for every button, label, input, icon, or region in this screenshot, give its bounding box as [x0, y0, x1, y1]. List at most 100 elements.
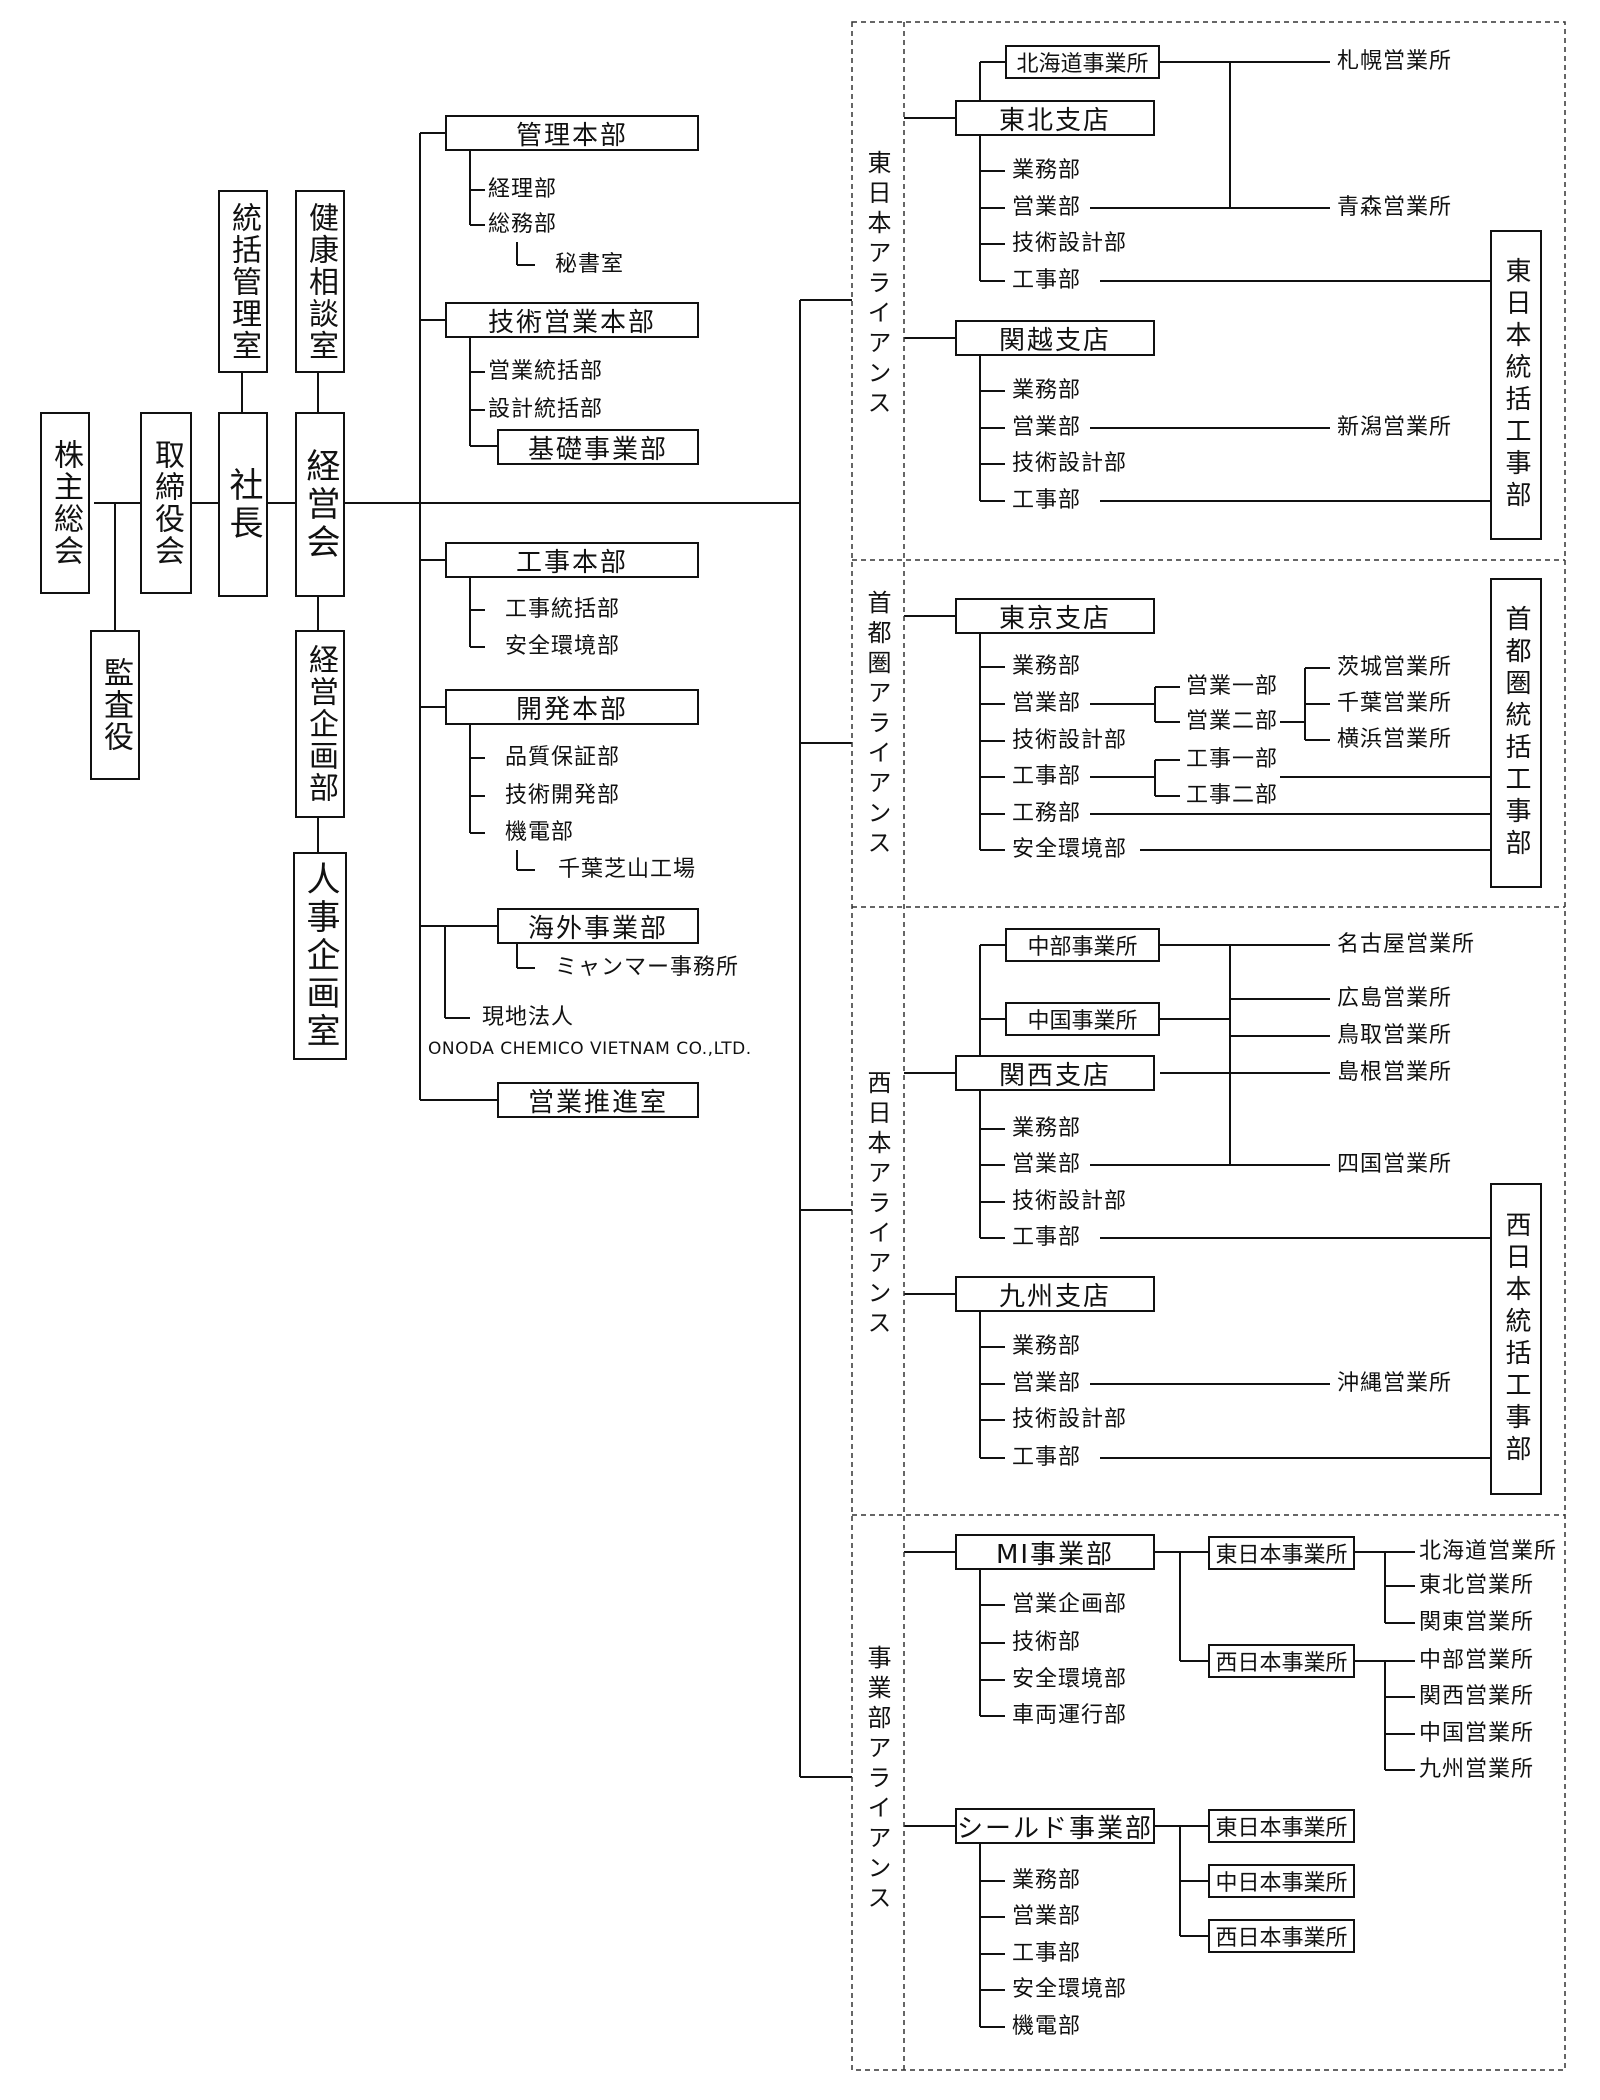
kyushu-dept-2: 技術設計部 [1012, 1407, 1128, 1432]
myanmar-office: ミャンマー事務所 [555, 955, 740, 980]
shareholders-meeting-box: 株主総会 [40, 412, 90, 594]
kanetsu-dept-3: 工事部 [1012, 488, 1082, 513]
accounting-dept: 経理部 [488, 177, 558, 202]
tokyo-dept-1: 営業部 [1012, 691, 1082, 716]
kanetsu-dept-0: 業務部 [1012, 378, 1082, 403]
sales-promotion-office-box: 営業推進室 [497, 1082, 699, 1118]
shimane-sales-office: 島根営業所 [1337, 1060, 1453, 1085]
local-corporation-name: ONODA CHEMICO VIETNAM CO.,LTD. [428, 1039, 752, 1059]
shield-dept-2: 工事部 [1012, 1941, 1082, 1966]
tohoku-dept-3: 工事部 [1012, 268, 1082, 293]
kanetsu-dept-1: 営業部 [1012, 415, 1082, 440]
construction-hq-box: 工事本部 [445, 542, 699, 578]
president-box: 社長 [218, 412, 268, 597]
chugoku-office-box: 中国事業所 [1005, 1002, 1160, 1036]
chiba-shibayama-plant: 千葉芝山工場 [558, 857, 697, 882]
chiba-sales-office: 千葉営業所 [1337, 691, 1453, 716]
tokyo-dept-4: 工務部 [1012, 801, 1082, 826]
mi-division-box: MI事業部 [955, 1534, 1155, 1570]
tech-sales-hq-box: 技術営業本部 [445, 302, 699, 338]
mi-east-branch-2: 関東営業所 [1419, 1610, 1535, 1635]
tohoku-dept-2: 技術設計部 [1012, 231, 1128, 256]
design-mgmt-dept: 設計統括部 [488, 397, 604, 422]
kansai-dept-3: 工事部 [1012, 1225, 1082, 1250]
construction-dept-1: 工事一部 [1186, 747, 1279, 772]
capital-alliance-label: 首都圏アライアンス [863, 590, 891, 860]
capital-construction-hub-box: 首都圏統括工事部 [1490, 578, 1542, 888]
mi-east-branch-0: 北海道営業所 [1419, 1539, 1558, 1564]
board-box: 取締役会 [140, 412, 192, 594]
shield-west-office-box: 西日本事業所 [1208, 1919, 1355, 1953]
secretary-office: 秘書室 [555, 252, 625, 277]
mi-dept-0: 営業企画部 [1012, 1592, 1128, 1617]
tech-dev-dept: 技術開発部 [505, 783, 621, 808]
mi-west-branch-3: 九州営業所 [1419, 1757, 1535, 1782]
kyushu-dept-1: 営業部 [1012, 1371, 1082, 1396]
shield-dept-1: 営業部 [1012, 1904, 1082, 1929]
admin-hq-box: 管理本部 [445, 115, 699, 151]
tottori-sales-office: 鳥取営業所 [1337, 1023, 1453, 1048]
mi-west-branch-1: 関西営業所 [1419, 1684, 1535, 1709]
auditor-box: 監査役 [90, 630, 140, 780]
hokkaido-office-box: 北海道事業所 [1005, 45, 1160, 79]
management-council-box: 経営会 [295, 412, 345, 597]
hr-planning-box: 人事企画室 [293, 852, 347, 1060]
mi-dept-1: 技術部 [1012, 1630, 1082, 1655]
kansai-dept-2: 技術設計部 [1012, 1189, 1128, 1214]
hiroshima-sales-office: 広島営業所 [1337, 986, 1453, 1011]
construction-dept-2: 工事二部 [1186, 783, 1279, 808]
tohoku-branch-box: 東北支店 [955, 100, 1155, 136]
safety-env-dept: 安全環境部 [505, 634, 621, 659]
shield-east-office-box: 東日本事業所 [1208, 1809, 1355, 1843]
kansai-branch-box: 関西支店 [955, 1055, 1155, 1091]
overseas-division-box: 海外事業部 [497, 908, 699, 944]
tokyo-dept-3: 工事部 [1012, 764, 1082, 789]
mi-east-branch-1: 東北営業所 [1419, 1573, 1535, 1598]
west-alliance-label: 西日本アライアンス [863, 1070, 891, 1340]
development-hq-box: 開発本部 [445, 689, 699, 725]
sales-dept-2: 営業二部 [1186, 709, 1279, 734]
mi-west-branch-0: 中部営業所 [1419, 1648, 1535, 1673]
division-alliance-label: 事業部アライアンス [863, 1645, 891, 1915]
shikoku-sales-office: 四国営業所 [1337, 1152, 1453, 1177]
sales-mgmt-dept: 営業統括部 [488, 359, 604, 384]
general-affairs-dept: 総務部 [488, 212, 558, 237]
tohoku-dept-1: 営業部 [1012, 195, 1082, 220]
kansai-dept-0: 業務部 [1012, 1116, 1082, 1141]
okinawa-sales-office: 沖縄営業所 [1337, 1371, 1453, 1396]
tokyo-dept-2: 技術設計部 [1012, 728, 1128, 753]
health-office-box: 健康相談室 [295, 190, 345, 373]
shield-dept-4: 機電部 [1012, 2014, 1082, 2039]
chubu-office-box: 中部事業所 [1005, 928, 1160, 962]
general-management-office-box: 統括管理室 [218, 190, 268, 373]
tohoku-dept-0: 業務部 [1012, 158, 1082, 183]
kyushu-dept-3: 工事部 [1012, 1445, 1082, 1470]
east-alliance-label: 東日本アライアンス [863, 150, 891, 420]
mi-east-office-box: 東日本事業所 [1208, 1536, 1355, 1570]
local-corporation: 現地法人 [482, 1005, 575, 1030]
shield-division-box: シールド事業部 [955, 1808, 1155, 1844]
foundation-division-box: 基礎事業部 [497, 429, 699, 465]
machinery-dept: 機電部 [505, 820, 575, 845]
quality-assurance-dept: 品質保証部 [505, 745, 621, 770]
mi-west-branch-2: 中国営業所 [1419, 1721, 1535, 1746]
planning-dept-box: 経営企画部 [295, 630, 345, 818]
yokohama-sales-office: 横浜営業所 [1337, 727, 1453, 752]
shield-dept-3: 安全環境部 [1012, 1977, 1128, 2002]
mi-west-office-box: 西日本事業所 [1208, 1644, 1355, 1678]
tokyo-dept-0: 業務部 [1012, 654, 1082, 679]
west-construction-hub-box: 西日本統括工事部 [1490, 1183, 1542, 1495]
shield-dept-0: 業務部 [1012, 1868, 1082, 1893]
construction-mgmt-dept: 工事統括部 [505, 597, 621, 622]
shield-central-office-box: 中日本事業所 [1208, 1864, 1355, 1898]
east-construction-hub-box: 東日本統括工事部 [1490, 230, 1542, 540]
tokyo-branch-box: 東京支店 [955, 598, 1155, 634]
niigata-sales-office: 新潟営業所 [1337, 415, 1453, 440]
ibaraki-sales-office: 茨城営業所 [1337, 655, 1453, 680]
mi-dept-3: 車両運行部 [1012, 1703, 1128, 1728]
nagoya-sales-office: 名古屋営業所 [1337, 932, 1476, 957]
tokyo-dept-5: 安全環境部 [1012, 837, 1128, 862]
kansai-dept-1: 営業部 [1012, 1152, 1082, 1177]
kyushu-branch-box: 九州支店 [955, 1276, 1155, 1312]
